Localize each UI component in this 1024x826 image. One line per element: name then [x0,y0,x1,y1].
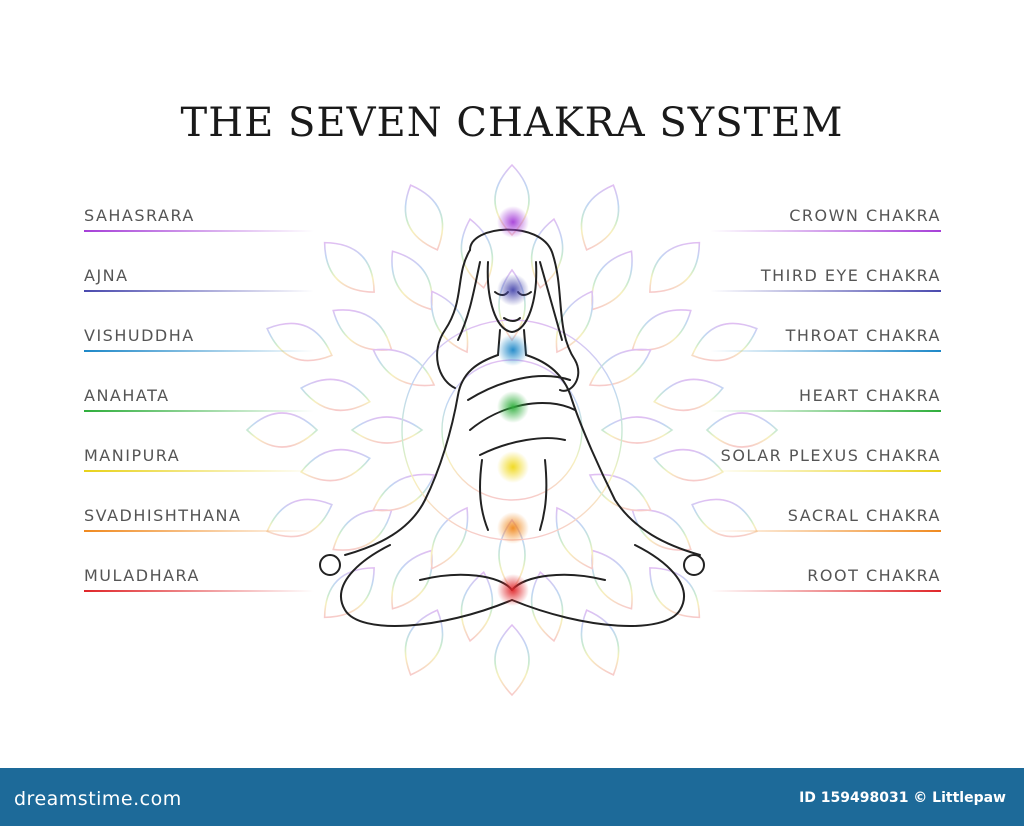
mandala-petal [691,322,758,362]
mandala-petal [460,571,494,643]
chakra-line-left [84,470,314,472]
mandala-petal [332,309,393,351]
chakra-sanskrit-name: MULADHARA [84,566,200,585]
mandala-petal [530,571,564,643]
mandala-petal [588,473,652,512]
mandala-petal [705,412,779,448]
chakra-line-right [710,410,941,412]
chakra-line-left [84,350,314,352]
mandala-petal [404,184,444,251]
chakra-glow [497,512,529,544]
chakra-english-name: SACRAL CHAKRA [787,506,941,525]
watermark-site: dreamstime.com [14,788,182,810]
mandala-petal [350,416,424,444]
mandala-petal [266,322,333,362]
mandala-petal [460,217,494,289]
mandala-petal [494,623,530,697]
mandala-petal [430,290,469,354]
mandala-petal [631,309,692,351]
chakra-english-name: SOLAR PLEXUS CHAKRA [720,446,941,465]
chakra-english-name: CROWN CHAKRA [789,206,941,225]
chakra-line-left [84,590,314,592]
chakra-line-right [710,230,941,232]
chakra-line-right [710,590,941,592]
mandala-petal [555,506,594,570]
chakra-sanskrit-name: MANIPURA [84,446,181,465]
chakra-sanskrit-name: SVADHISHTHANA [84,506,242,525]
mandala-petal [591,549,633,610]
chakra-glow [497,391,529,423]
mandala-petal [580,184,620,251]
mandala-petal [600,416,674,444]
chakra-glow [497,274,529,306]
chakra-english-name: HEART CHAKRA [799,386,941,405]
chakra-line-left [84,410,314,412]
chakra-english-name: THROAT CHAKRA [785,326,941,345]
mandala-petal [299,378,371,412]
mandala-petal [332,509,393,551]
chakra-sanskrit-name: AJNA [84,266,129,285]
page-title: THE SEVEN CHAKRA SYSTEM [180,100,844,146]
chakra-line-left [84,530,314,532]
chakra-glow [497,451,529,483]
mandala-petal [391,549,433,610]
watermark-bar: dreamstime.com ID 159498031 © Littlepaw [0,768,1024,826]
chakra-line-right [710,530,941,532]
mandala-petal [653,378,725,412]
mandala-petal [372,473,436,512]
chakra-line-right [710,470,941,472]
chakra-diagram: THE SEVEN CHAKRA SYSTEM SAHASRARA CROWN C… [84,100,941,697]
mandala-petal [591,250,633,311]
chakra-english-name: THIRD EYE CHAKRA [760,266,941,285]
mandala-petal [372,348,436,387]
mandala-petal [430,506,469,570]
chakra-illustration [245,163,779,697]
mandala-petal [631,509,692,551]
chakra-line-left [84,230,314,232]
chakra-glow [497,334,529,366]
mandala-petal [498,268,526,342]
mandala-petal [588,348,652,387]
mandala-petal [580,609,620,676]
chakra-sanskrit-name: ANAHATA [84,386,170,405]
chakra-line-left [84,290,314,292]
chakra-english-name: ROOT CHAKRA [807,566,941,585]
mandala-petal [404,609,444,676]
mandala-petal [649,567,701,619]
mandala-petal [649,241,701,293]
mandala-petal [299,448,371,482]
mandala-petal [653,448,725,482]
mandala-petal [245,412,319,448]
chakra-points [497,206,529,606]
chakra-sanskrit-name: VISHUDDHA [84,326,195,345]
chakra-line-right [710,350,941,352]
watermark-id-credit: ID 159498031 © Littlepaw [799,790,1006,806]
mandala-petal [323,241,375,293]
mandala-background [245,163,779,697]
chakra-glow [497,206,529,238]
mandala-petal [391,250,433,311]
mandala-petal [323,567,375,619]
chakra-line-right [710,290,941,292]
chakra-sanskrit-name: SAHASRARA [84,206,195,225]
chakra-glow [497,574,529,606]
